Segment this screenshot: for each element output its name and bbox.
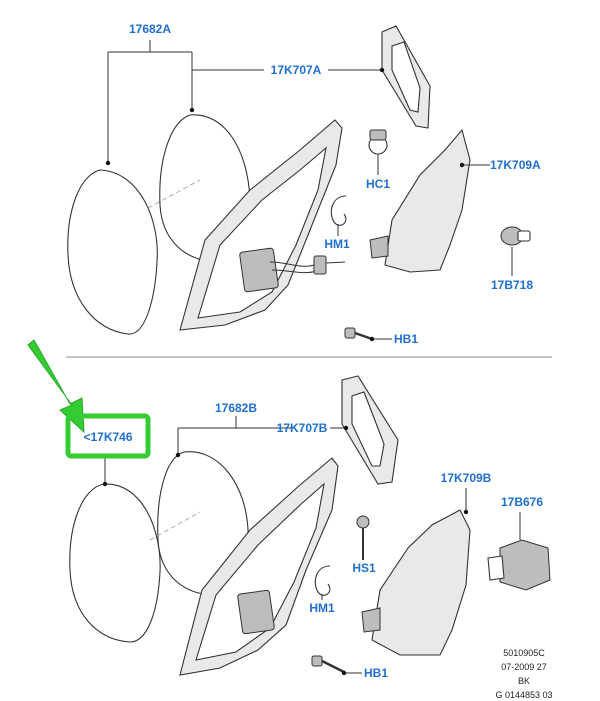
label-17k746: <17K746: [83, 430, 132, 444]
glass-dash-top: [147, 179, 201, 209]
grommet-17b718: [500, 226, 531, 276]
label-hm1-top: HM1: [324, 237, 350, 251]
mirror-frame-inner-bottom: [195, 482, 325, 661]
bolt-hb1-top: [344, 327, 373, 341]
hook-hm1-bottom: [314, 565, 331, 596]
clip-hc1: [368, 129, 388, 175]
motor-block-bottom: [237, 589, 275, 635]
bolt-hb1-bottom: [311, 655, 345, 674]
bottom-assembly: [69, 375, 551, 676]
meta-line-1: 5010905C: [503, 648, 545, 658]
housing-base-top: [369, 235, 389, 259]
label-17682b: 17682B: [215, 401, 257, 415]
label-hc1: HC1: [366, 177, 390, 191]
callout-highlight: [27, 339, 151, 459]
housing-base-bottom: [361, 607, 381, 633]
screw-hs1: [356, 515, 370, 560]
label-17682a: 17682A: [129, 22, 171, 36]
leader-17682b: [177, 416, 292, 455]
label-17b718: 17B718: [491, 278, 533, 292]
meta-line-3: BK: [518, 676, 530, 686]
label-17k709a: 17K709A: [490, 158, 541, 172]
meta-line-4: G 0144853 03: [495, 690, 552, 700]
callout-box: [65, 413, 151, 459]
top-assembly: [67, 25, 531, 342]
mirror-housing-bottom: [371, 509, 471, 656]
motor-block-top: [239, 247, 279, 293]
label-hs1: HS1: [352, 561, 376, 575]
label-17k707b: 17K707B: [277, 421, 328, 435]
label-17k707a: 17K707A: [271, 63, 322, 77]
leader-17682a: [107, 40, 193, 163]
mirror-frame-inner-top: [197, 146, 327, 319]
mirror-glass-outer-top: [67, 169, 158, 335]
bracket-top: [381, 25, 431, 129]
wire-connector-top: [313, 255, 327, 275]
label-17k709b: 17K709B: [441, 471, 492, 485]
label-hm1-bottom: HM1: [309, 601, 335, 615]
label-hb1-bottom: HB1: [364, 666, 388, 680]
glass-dash-bottom: [149, 511, 201, 541]
meta-line-2: 07-2009 27: [501, 662, 547, 672]
mirror-housing-top: [384, 128, 471, 273]
part-17b676: [487, 512, 551, 591]
bracket-bottom: [341, 375, 399, 485]
label-hb1-top: HB1: [394, 332, 418, 346]
label-17b676: 17B676: [501, 495, 543, 509]
hook-hm1-top: [330, 195, 347, 226]
mirror-glass-outer-bottom: [69, 483, 161, 643]
